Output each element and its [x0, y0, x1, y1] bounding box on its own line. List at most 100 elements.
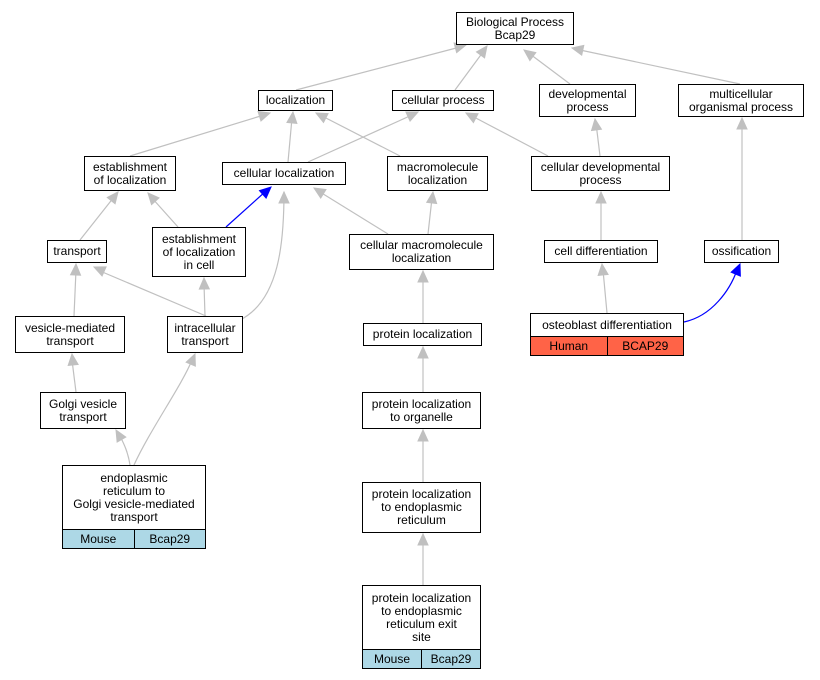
edge-developmental-bp [529, 53, 571, 85]
node-golgi-vesicle-transport[interactable]: Golgi vesicle transport [40, 392, 126, 429]
edge-multicellular-bp [579, 49, 741, 85]
node-label: vesicle-mediated [24, 320, 116, 335]
node-protein-localization-to-er-exit-site[interactable]: protein localization to endoplasmic reti… [362, 585, 481, 669]
node-label: localization [407, 172, 468, 187]
node-label: cellular developmental [540, 159, 661, 174]
node-multicellular-organismal-process[interactable]: multicellular organismal process [678, 84, 804, 117]
edge-cellularloc-localization [287, 117, 293, 163]
edge-cellmacro-macroloc [427, 197, 433, 235]
edge-establoc-localization [129, 114, 265, 157]
edge-intra-cellularloc [239, 191, 285, 321]
node-ossification[interactable]: ossification [704, 240, 779, 263]
node-label: protein localization [371, 590, 472, 605]
node-label: reticulum to [102, 483, 166, 498]
node-label: intracellular [174, 320, 236, 335]
edge-golgi-vesicle-arrowhead [67, 352, 79, 367]
edge-ergolgi-golgi [119, 435, 131, 466]
gene-cell: Bcap29 [421, 650, 480, 668]
edge-protorg-protloc-arrowhead [417, 345, 429, 359]
edge-intra-transport [99, 270, 207, 317]
node-title: protein localization to endoplasmic reti… [363, 586, 480, 649]
node-protein-localization-to-organelle[interactable]: protein localization to organelle [362, 392, 481, 429]
node-label: localization [265, 93, 326, 107]
node-label: developmental [548, 86, 627, 101]
edge-establoc-localization-arrowhead [257, 110, 272, 122]
node-cellular-localization[interactable]: cellular localization [222, 162, 346, 185]
node-label: Golgi vesicle [48, 396, 118, 411]
node-label: macromolecule [396, 159, 479, 174]
species-cell: Mouse [80, 531, 117, 546]
node-label: reticulum exit [386, 616, 457, 631]
node-label: transport [59, 409, 107, 424]
node-label: Bcap29 [494, 27, 536, 42]
node-label: establishment [161, 231, 237, 246]
node-label: reticulum [397, 513, 446, 527]
node-label: of localization [93, 172, 167, 187]
edge-transport-establoc-arrowhead [106, 191, 119, 205]
node-intracellular-transport[interactable]: intracellular transport [167, 316, 243, 353]
annotation-row: Mouse Bcap29 [63, 529, 205, 548]
edge-intra-estabcell-arrowhead [198, 276, 211, 290]
node-establishment-of-localization-in-cell[interactable]: establishment of localization in cell [152, 227, 246, 277]
node-protein-localization[interactable]: protein localization [363, 323, 482, 346]
node-label: transport [110, 509, 158, 524]
node-cellular-process[interactable]: cellular process [392, 90, 494, 111]
species-cell: Human [549, 338, 589, 353]
node-vesicle-mediated-transport[interactable]: vesicle-mediated transport [15, 316, 125, 353]
edge-ossification-multi-arrowhead [736, 116, 748, 130]
edge-estabcell-cellularloc [225, 190, 267, 228]
node-macromolecule-localization[interactable]: macromolecule localization [387, 156, 488, 191]
edge-cellmacro-cellularloc-arrowhead [312, 187, 327, 199]
edge-cellulardev-cellproc [471, 115, 549, 157]
node-establishment-of-localization[interactable]: establishment of localization [84, 156, 176, 191]
edge-osteo-ossification [683, 269, 738, 323]
node-label: transport [53, 244, 101, 258]
node-label: cell differentiation [554, 244, 648, 258]
node-label: organismal process [688, 99, 794, 114]
edge-estabcell-establoc-arrowhead [147, 192, 160, 206]
node-transport[interactable]: transport [47, 240, 107, 263]
node-cell-differentiation[interactable]: cell differentiation [544, 240, 658, 263]
edge-protorg-er-arrowhead [417, 428, 429, 442]
node-label: endoplasmic [100, 470, 168, 485]
node-cellular-developmental-process[interactable]: cellular developmental process [531, 156, 670, 191]
edge-intra-cellularloc-arrowhead [278, 190, 290, 204]
node-label: localization [391, 251, 452, 265]
node-er-to-golgi-vesicle-mediated-transport[interactable]: endoplasmic reticulum to Golgi vesicle-m… [62, 465, 206, 549]
edge-cellulardev-cellproc-arrowhead [464, 112, 479, 124]
edge-erexit-proter-arrowhead [417, 532, 429, 546]
node-label: cellular macromolecule [360, 238, 483, 252]
edge-vesicle-transport [73, 269, 77, 317]
edge-celldiff-cellulardev-arrowhead [595, 190, 607, 204]
node-osteoblast-differentiation[interactable]: osteoblast differentiation Human BCAP29 [530, 313, 684, 356]
node-localization[interactable]: localization [258, 90, 333, 111]
node-label: to organelle [390, 409, 453, 424]
node-cellular-macromolecule-localization[interactable]: cellular macromolecule localization [349, 234, 494, 270]
node-biological-process[interactable]: Biological Process Bcap29 [456, 12, 574, 45]
gene-cell: BCAP29 [606, 337, 684, 355]
edge-cellularloc-cellproc [307, 114, 413, 163]
edge-cellularloc-localization-arrowhead [286, 110, 298, 125]
edge-osteo-ossification-arrowhead [730, 262, 741, 277]
node-developmental-process[interactable]: developmental process [539, 84, 636, 117]
node-title: osteoblast differentiation [531, 314, 683, 336]
node-label: protein localization [371, 487, 472, 501]
node-label: establishment [92, 159, 168, 174]
node-protein-localization-to-endoplasmic-reticulum[interactable]: protein localization to endoplasmic reti… [362, 482, 481, 533]
edge-ergolgi-intra-arrowhead [185, 352, 196, 367]
node-label: cellular process [401, 93, 485, 107]
node-label: cellular localization [233, 166, 335, 180]
edge-localization-bp [295, 46, 461, 91]
node-label: transport [181, 333, 229, 348]
node-label: of localization [162, 244, 236, 259]
node-label: protein localization [372, 327, 473, 341]
edge-transport-establoc [79, 196, 115, 241]
species-cell: Mouse [373, 651, 411, 666]
edge-osteo-celldiff [602, 269, 608, 314]
node-label: transport [46, 333, 94, 348]
annotation-row: Mouse Bcap29 [363, 649, 480, 668]
edge-cellularloc-cellproc-arrowhead [405, 111, 420, 123]
edge-ergolgi-intra [133, 359, 193, 466]
node-label: multicellular [709, 86, 773, 101]
